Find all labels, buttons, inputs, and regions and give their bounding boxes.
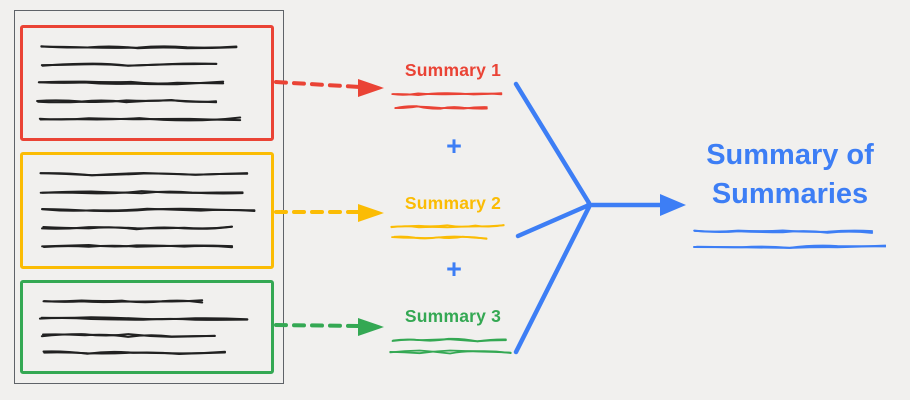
- document-section-3: [20, 280, 274, 374]
- source-document: [14, 10, 284, 384]
- document-section-1: [20, 25, 274, 141]
- result-scribble: [693, 229, 886, 249]
- arrow-section2-to-summary2: [274, 204, 384, 222]
- summary-1-label: Summary 1: [404, 60, 502, 80]
- result-label: Summary of Summaries: [706, 139, 874, 211]
- summary-2-scribble: [390, 224, 505, 240]
- arrow-section3-to-summary3: [274, 318, 384, 336]
- plus-operator-2: +: [446, 254, 462, 284]
- summary-1-scribble: [391, 92, 503, 110]
- summary-2-label: Summary 2: [404, 193, 502, 213]
- text-scribble-lines-1: [36, 45, 242, 122]
- text-scribble-lines-2: [39, 171, 256, 249]
- document-section-2: [20, 152, 274, 269]
- merge-arrow-to-result: [513, 81, 686, 355]
- summary-3-label: Summary 3: [404, 306, 502, 326]
- plus-operator-1: +: [446, 131, 462, 161]
- text-scribble-lines-3: [38, 299, 249, 356]
- arrow-section1-to-summary1: [274, 79, 384, 97]
- summary-3-scribble: [389, 337, 512, 355]
